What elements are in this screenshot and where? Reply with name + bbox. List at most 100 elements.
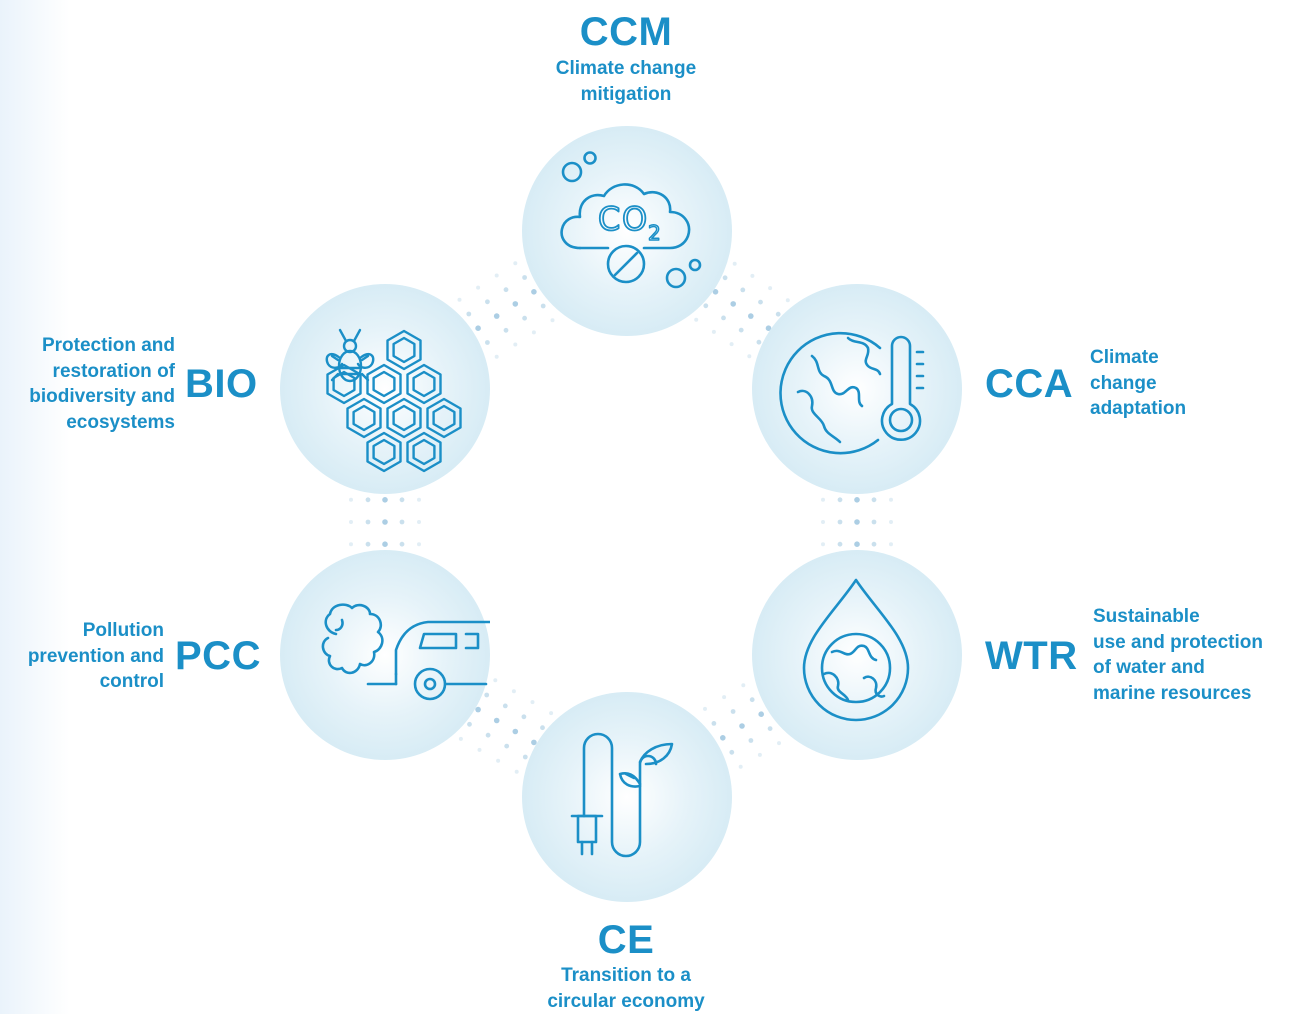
pcc-circle bbox=[280, 550, 490, 760]
connector-dot bbox=[757, 752, 762, 757]
honeycomb-cell bbox=[366, 363, 402, 405]
ccm-description: Climate change mitigation bbox=[520, 56, 732, 107]
connector-dot bbox=[521, 714, 527, 720]
connector-dot bbox=[466, 311, 472, 317]
cca-code: CCA bbox=[985, 362, 1074, 406]
cca-description: Climate change adaptation bbox=[1090, 345, 1240, 422]
honeycomb-cell-inner bbox=[372, 438, 396, 466]
connector-dot bbox=[496, 758, 501, 763]
connector-dot bbox=[475, 706, 481, 713]
water-drop-globe-icon bbox=[802, 578, 910, 722]
connector-dot bbox=[382, 497, 388, 503]
honeycomb-cell bbox=[346, 397, 382, 439]
ce-circle bbox=[522, 692, 732, 902]
connector-dot bbox=[382, 519, 388, 525]
cca-desc-line: change bbox=[1090, 372, 1157, 394]
cca-desc-line: adaptation bbox=[1090, 398, 1187, 419]
honeycomb-cell-inner bbox=[412, 370, 436, 398]
connector-dot bbox=[522, 275, 527, 280]
connector-dot bbox=[749, 697, 755, 703]
connector-dot bbox=[399, 519, 405, 525]
connector-dot bbox=[417, 542, 421, 547]
connector-dot bbox=[837, 519, 843, 525]
connector-dot bbox=[550, 318, 555, 323]
connector-dot bbox=[522, 315, 527, 321]
connector-dot bbox=[854, 497, 860, 503]
bio-circle bbox=[280, 284, 490, 494]
connector-dot bbox=[889, 497, 893, 502]
connector-dot bbox=[476, 285, 481, 290]
connector-dot bbox=[750, 273, 755, 278]
connector-dot bbox=[458, 736, 463, 741]
connector-dot bbox=[871, 497, 877, 503]
connector-dot bbox=[758, 711, 764, 717]
connector-dot bbox=[514, 769, 519, 774]
honeycomb-cell-inner bbox=[392, 404, 416, 432]
connector-dot bbox=[732, 261, 737, 266]
connector-dot bbox=[512, 728, 519, 735]
connector-dot bbox=[493, 313, 500, 319]
pcc-code: PCC bbox=[175, 634, 261, 678]
bio-desc-line: ecosystems bbox=[66, 411, 175, 433]
ce-code: CE bbox=[597, 918, 655, 962]
connector-dot bbox=[399, 541, 405, 547]
connector-dot bbox=[513, 261, 518, 266]
wtr-desc-line: Sustainable bbox=[1093, 606, 1200, 627]
connector-dot bbox=[493, 717, 500, 724]
connector-dot bbox=[349, 497, 353, 502]
bio-description: Protection and restoration of biodiversi… bbox=[6, 333, 175, 435]
connector-dot bbox=[747, 354, 752, 359]
ccm-desc-line: mitigation bbox=[580, 83, 672, 105]
connector-dot bbox=[767, 726, 773, 731]
connector-dot bbox=[703, 706, 707, 711]
ccm-code: CCM bbox=[579, 10, 673, 54]
connector-dot bbox=[475, 325, 481, 332]
ce-desc-line: circular economy bbox=[547, 990, 705, 1012]
connector-dot bbox=[722, 695, 727, 700]
connector-dot bbox=[502, 703, 508, 709]
connector-dot bbox=[837, 497, 843, 503]
honeycomb-cell-inner bbox=[352, 404, 376, 432]
bio-desc-line: restoration of bbox=[52, 360, 175, 382]
connector-dot bbox=[382, 541, 388, 547]
connector-dot bbox=[739, 723, 745, 729]
connector-dot bbox=[738, 327, 744, 333]
connector-dot bbox=[522, 754, 528, 760]
pcc-description: Pollution prevention and control bbox=[6, 618, 164, 695]
connector-dot bbox=[457, 297, 462, 302]
wtr-desc-line: marine resources bbox=[1093, 682, 1252, 704]
honeycomb-cell bbox=[406, 431, 442, 473]
ce-desc-line: Transition to a bbox=[561, 965, 691, 986]
connector-dot bbox=[494, 273, 499, 278]
bee-honeycomb-icon bbox=[325, 328, 462, 473]
connector-dot bbox=[512, 301, 519, 307]
connector-dot bbox=[721, 315, 726, 321]
connector-dot bbox=[399, 497, 405, 503]
connector-dot bbox=[694, 317, 699, 322]
honeycomb-cell-inner bbox=[392, 336, 416, 364]
bio-desc-line: Protection and bbox=[41, 335, 175, 356]
honeycomb-cell-inner bbox=[432, 404, 456, 432]
connector-dot bbox=[531, 330, 536, 335]
connector-dot bbox=[485, 340, 490, 345]
connector-dot bbox=[417, 497, 421, 502]
connector-dot bbox=[477, 747, 482, 752]
connector-dot bbox=[889, 520, 893, 524]
connector-dot bbox=[365, 497, 371, 503]
honeycomb-cell bbox=[326, 363, 362, 405]
connector-dot bbox=[871, 519, 877, 525]
connector-dot bbox=[493, 678, 498, 683]
co2-cloud-icon: C O 2 bbox=[560, 151, 702, 289]
connector-dot bbox=[748, 313, 754, 319]
connector-dot bbox=[349, 520, 353, 524]
honeycomb-cell bbox=[426, 397, 462, 439]
connector-dot bbox=[729, 749, 735, 755]
co2-o-glyph: O bbox=[622, 200, 647, 238]
connector-dot bbox=[738, 764, 743, 769]
connector-dot bbox=[549, 711, 554, 716]
connector-dot bbox=[513, 342, 518, 347]
connector-dot bbox=[785, 298, 790, 303]
connector-dot bbox=[349, 542, 353, 547]
honeycomb-cell-inner bbox=[412, 438, 436, 466]
